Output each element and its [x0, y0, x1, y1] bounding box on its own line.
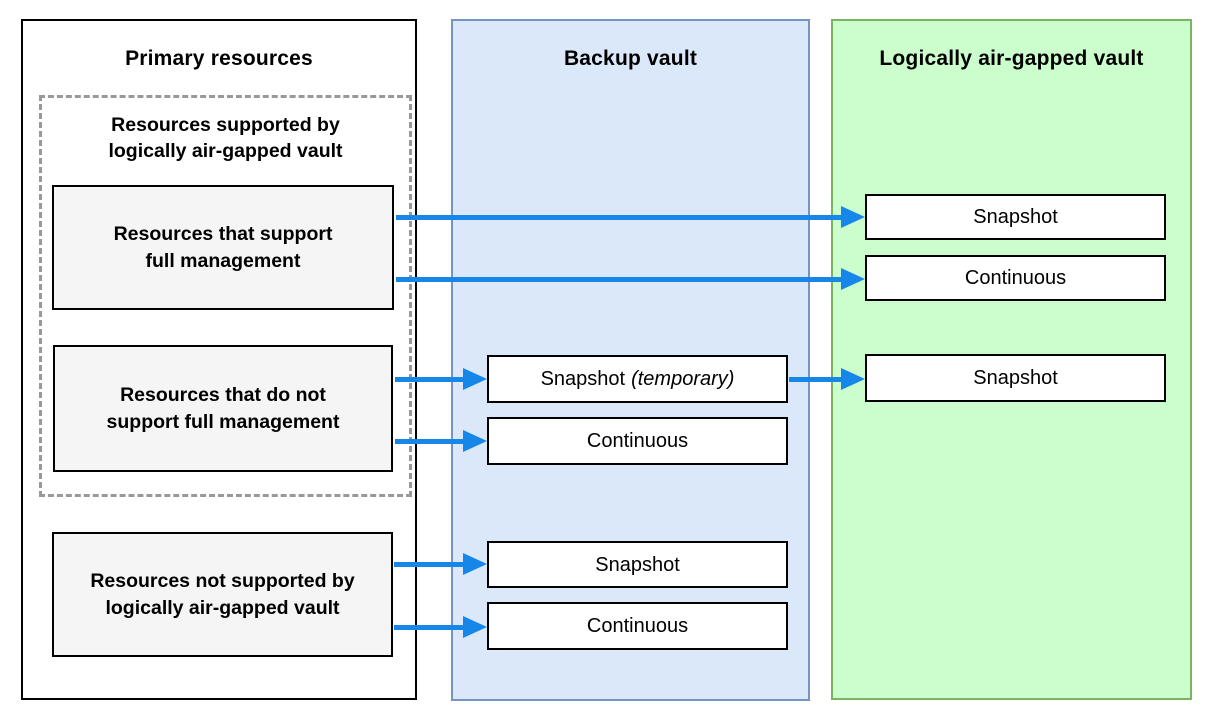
primary-panel-title: Primary resources [125, 47, 313, 70]
airgap-continuous-top-box: Continuous [865, 255, 1166, 301]
backup-continuous-mid-box: Continuous [487, 417, 788, 465]
arrow-not-supported-to-backup-continuous [394, 616, 487, 638]
arrowhead-icon [463, 616, 487, 638]
backup-snapshot-bottom-box: Snapshot [487, 541, 788, 588]
arrow-full-mgmt-to-airgap-snapshot [396, 206, 865, 228]
airgap-panel-title: Logically air-gapped vault [879, 47, 1144, 70]
temporary-note: (temporary) [631, 368, 735, 390]
supported-resources-group [39, 95, 412, 497]
arrowhead-icon [463, 368, 487, 390]
arrow-shaft [395, 438, 469, 444]
not-supported-box: Resources not supported by logically air… [52, 532, 393, 657]
arrow-full-mgmt-to-airgap-continuous [396, 268, 865, 290]
no-full-management-box: Resources that do not support full manag… [53, 345, 393, 472]
arrowhead-icon [841, 206, 865, 228]
arrow-no-full-mgmt-to-backup-continuous [395, 430, 487, 452]
backup-snapshot-temporary-box: Snapshot (temporary) [487, 355, 788, 403]
arrowhead-icon [463, 430, 487, 452]
arrow-no-full-mgmt-to-backup-snapshot-temporary [395, 368, 487, 390]
arrow-shaft [396, 214, 847, 220]
arrow-shaft [395, 376, 469, 382]
arrow-shaft [394, 561, 469, 567]
arrow-backup-snapshot-temporary-to-airgap-snapshot [789, 368, 865, 390]
arrow-shaft [789, 376, 847, 382]
arrowhead-icon [841, 268, 865, 290]
backup-continuous-bottom-box: Continuous [487, 602, 788, 650]
arrowhead-icon [841, 368, 865, 390]
airgap-snapshot-top-box: Snapshot [865, 194, 1166, 240]
arrowhead-icon [463, 553, 487, 575]
arrow-shaft [396, 276, 847, 282]
arrow-not-supported-to-backup-snapshot [394, 553, 487, 575]
backup-panel-title: Backup vault [563, 47, 698, 70]
arrow-shaft [394, 624, 469, 630]
full-management-box: Resources that support full management [52, 185, 394, 310]
supported-resources-group-label: Resources supported by logically air-gap… [108, 114, 343, 163]
airgap-snapshot-mid-box: Snapshot [865, 354, 1166, 402]
